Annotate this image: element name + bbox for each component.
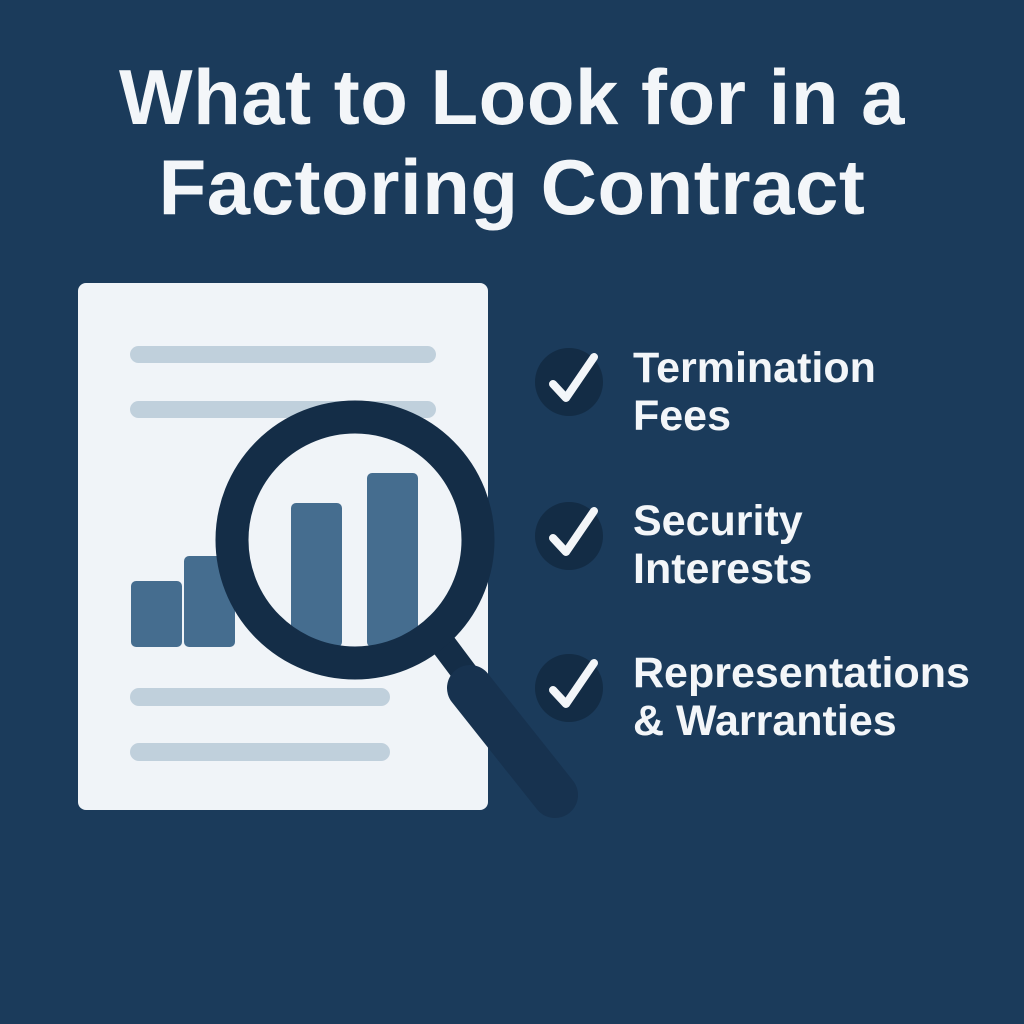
text-line [130,346,436,363]
checklist-item-termination-fees: Termination Fees [633,344,876,440]
item-label: & Warranties [633,697,897,745]
magnifying-glass-icon [215,400,578,818]
document-icon [78,283,488,810]
chart-bar [131,581,182,647]
chart-bar [291,503,342,647]
text-line [130,743,390,761]
title-line-1: What to Look for in a [118,53,906,141]
item-label: Representations [633,649,970,697]
page-title: What to Look for in a Factoring Contract [0,52,1024,232]
check-icon [535,654,603,722]
item-label: Interests [633,545,813,593]
item-label: Security [633,497,803,545]
checklist-item-representations-warranties: Representations & Warranties [633,649,970,745]
item-label: Termination [633,344,876,392]
text-line [130,688,390,706]
checklist-item-security-interests: Security Interests [633,497,812,593]
title-line-2: Factoring Contract [158,143,866,231]
check-icon [535,348,603,416]
check-icon [535,502,603,570]
item-label: Fees [633,392,732,440]
chart-bar [367,473,418,647]
